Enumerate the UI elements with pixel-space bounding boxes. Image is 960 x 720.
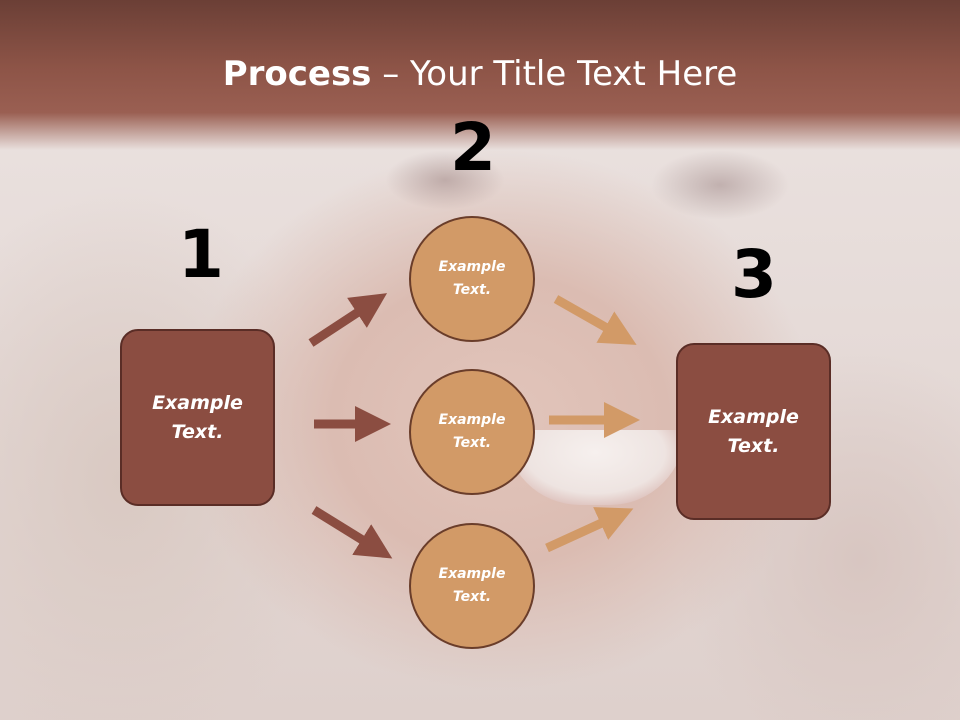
step-number-3: 3 (731, 236, 777, 313)
circle-step-middle[interactable]: Example Text. (409, 369, 535, 495)
title-bold: Process (222, 54, 372, 94)
circle-step-bottom[interactable]: Example Text. (409, 523, 535, 649)
right-box-text: Example Text. (708, 405, 799, 457)
left-box-text: Example Text. (152, 391, 243, 443)
arrow-top-to-right (553, 295, 637, 345)
circle-top-text: Example Text. (438, 259, 506, 298)
right-process-box[interactable]: Example Text. (676, 343, 831, 520)
background-eye-shadow (385, 150, 505, 210)
arrow-bottom-to-right (545, 507, 634, 553)
circle-middle-text: Example Text. (438, 412, 506, 451)
arrow-left-to-bottom (311, 506, 393, 559)
step-number-1: 1 (178, 216, 224, 293)
left-process-box[interactable]: Example Text. (120, 329, 275, 506)
title-banner (0, 0, 960, 150)
circle-bottom-text: Example Text. (438, 566, 506, 605)
slide-title: Process – Your Title Text Here (0, 54, 960, 94)
step-number-2: 2 (450, 109, 496, 186)
circle-step-top[interactable]: Example Text. (409, 216, 535, 342)
arrow-left-to-top (308, 293, 388, 347)
background-eye-shadow (650, 150, 790, 220)
title-rest: – Your Title Text Here (371, 54, 738, 94)
